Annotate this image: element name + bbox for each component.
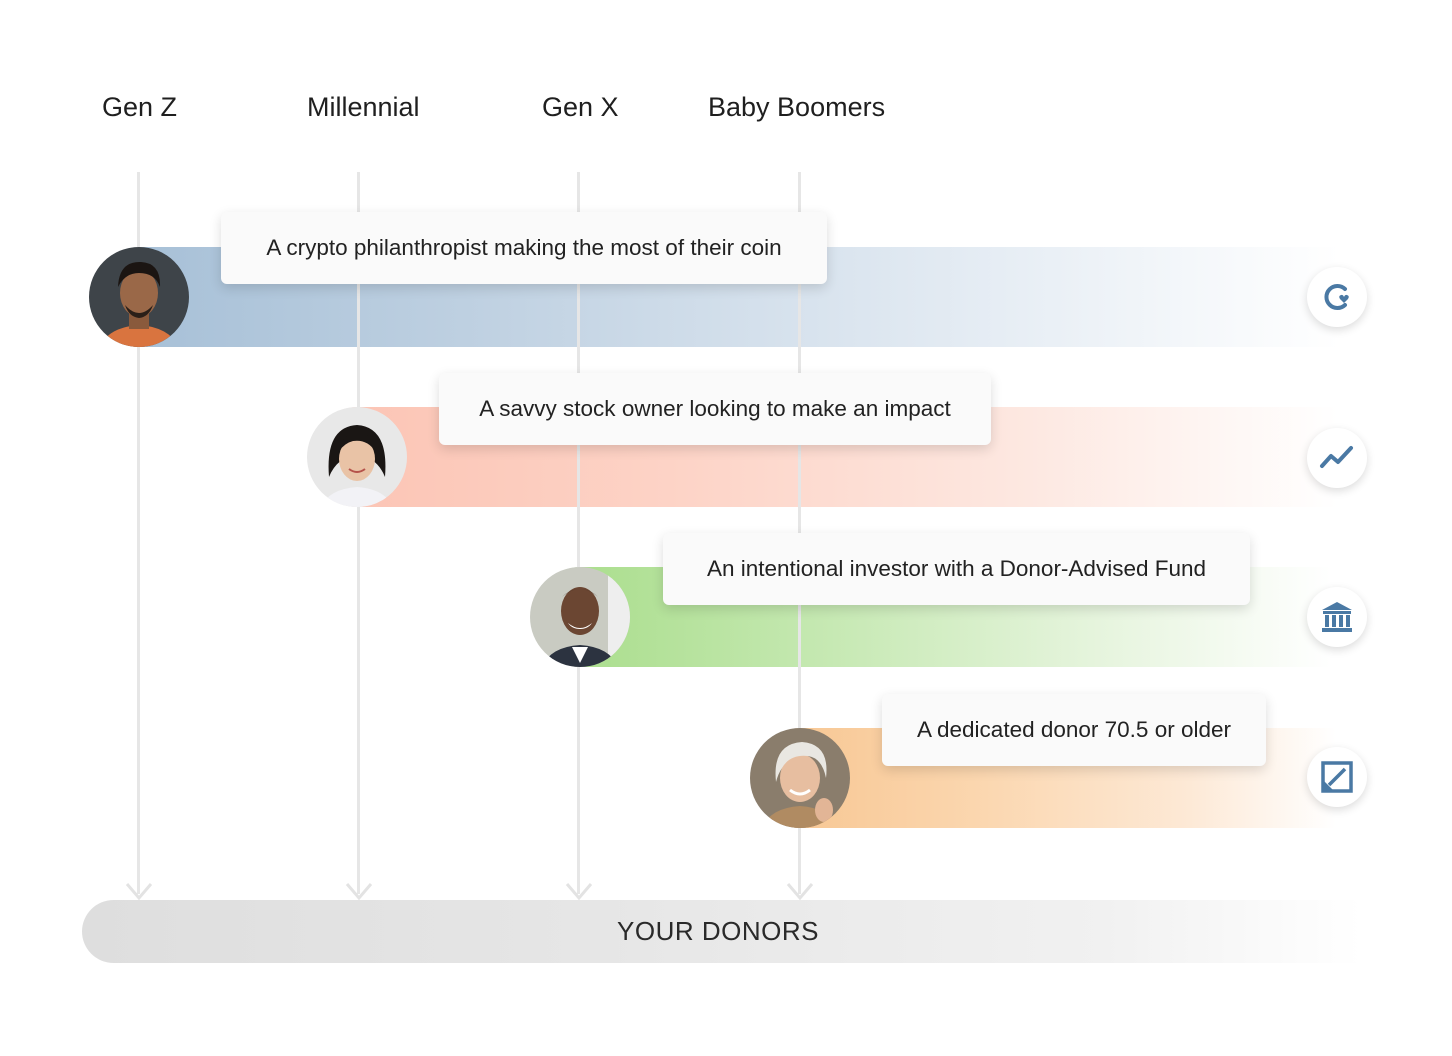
bank-icon (1307, 587, 1367, 647)
avatar-baby-boomer-donor (750, 728, 850, 828)
avatar-gen-z-donor (89, 247, 189, 347)
gen-label-gen-x: Gen X (542, 92, 619, 122)
donor-description-stock: A savvy stock owner looking to make an i… (439, 373, 991, 445)
gen-label-millennial: Millennial (307, 92, 420, 122)
timeline-line-gen-x (577, 172, 580, 894)
gen-label-baby-boomers: Baby Boomers (708, 92, 886, 122)
avatar-millennial-donor (307, 407, 407, 507)
crypto-heart-icon (1307, 267, 1367, 327)
your-donors-label: YOUR DONORS (617, 916, 819, 946)
donor-description-daf: An intentional investor with a Donor-Adv… (663, 533, 1250, 605)
arrow-down-icon (565, 883, 593, 901)
stock-chart-icon (1307, 428, 1367, 488)
arrow-down-icon (786, 883, 814, 901)
arrow-down-icon (345, 883, 373, 901)
your-donors-bar: YOUR DONORS (82, 900, 1362, 963)
donor-description-ira: A dedicated donor 70.5 or older (882, 694, 1266, 766)
timeline-line-gen-z (137, 172, 140, 894)
donor-description-crypto: A crypto philanthropist making the most … (221, 212, 827, 284)
avatar-gen-x-donor (530, 567, 630, 667)
gen-label-gen-z: Gen Z (102, 92, 178, 122)
arrow-down-icon (125, 883, 153, 901)
ira-icon (1307, 747, 1367, 807)
timeline-line-millennial (357, 172, 360, 894)
